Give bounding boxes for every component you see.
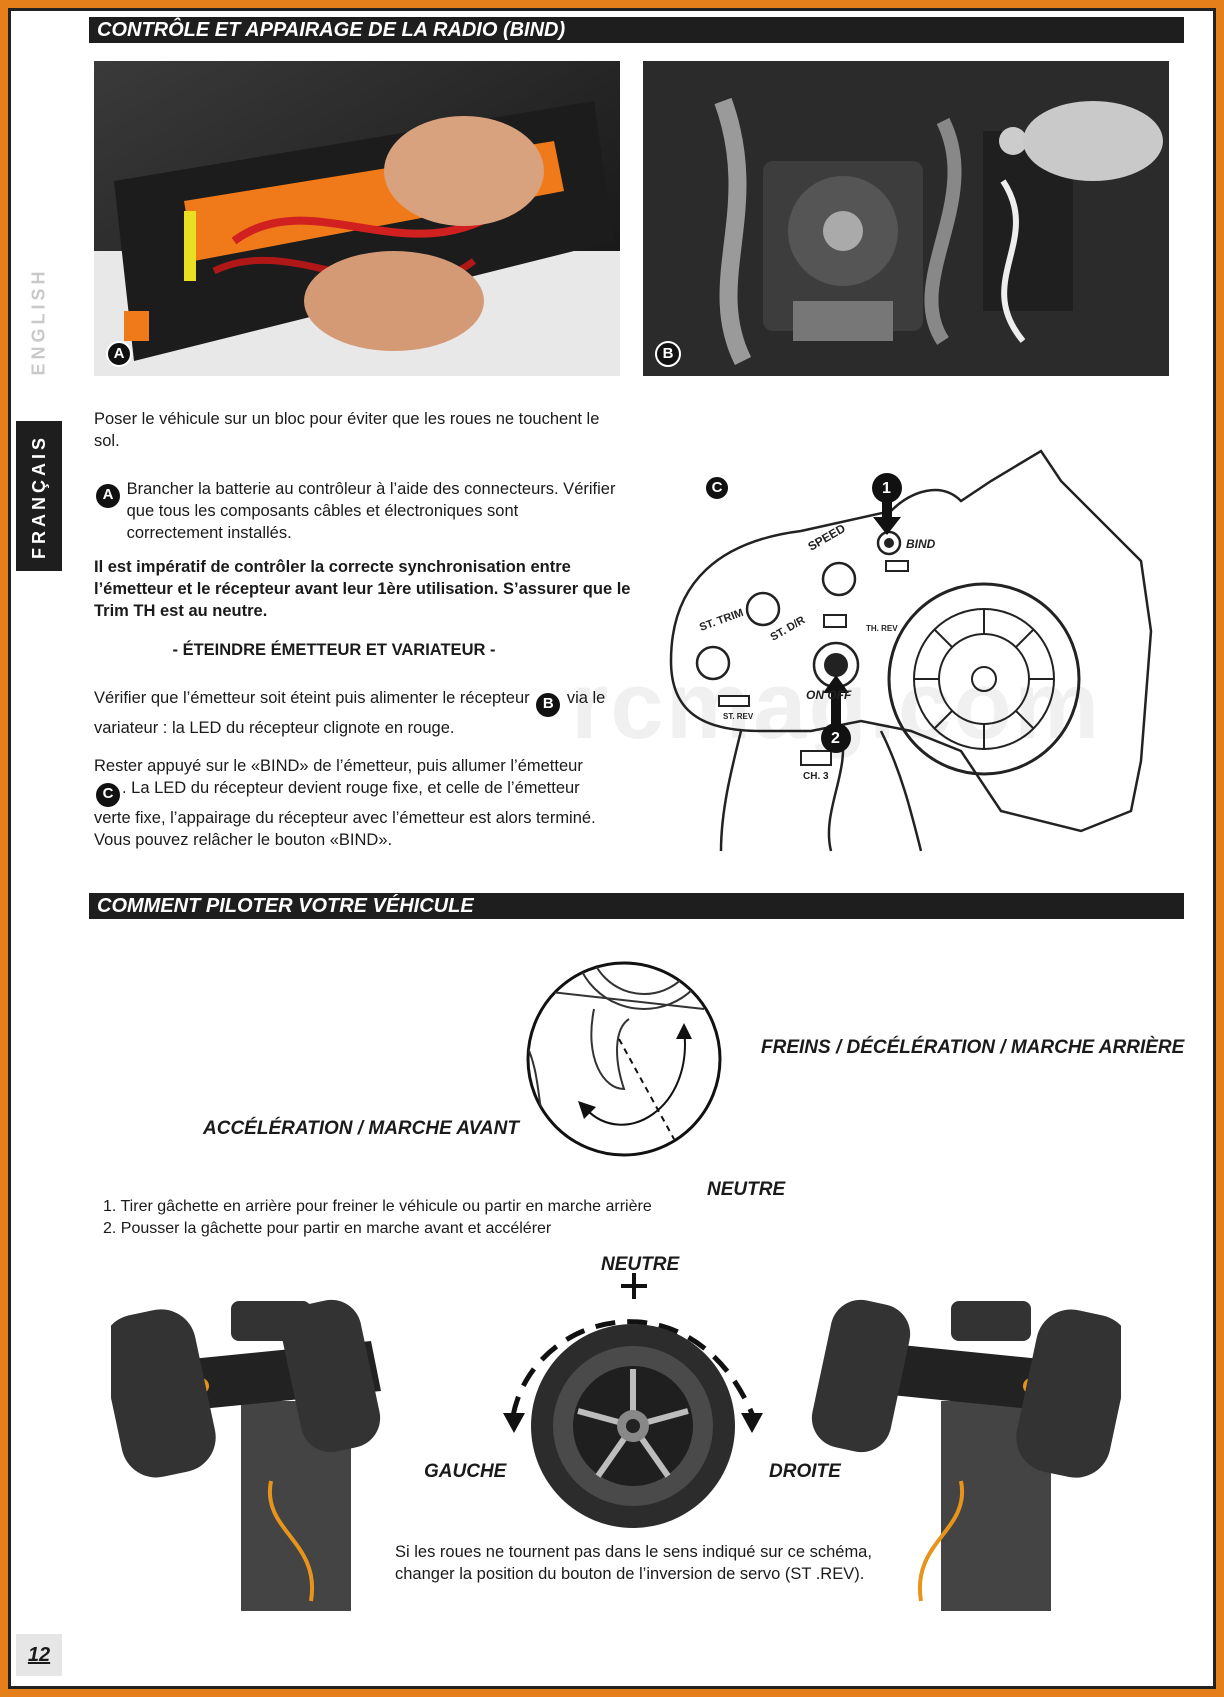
truck-left-turn-image xyxy=(111,1299,381,1611)
intro-text: Poser le véhicule sur un bloc pour évite… xyxy=(94,410,600,450)
instruction-2: 2. Pousser la gâchette pour partir en ma… xyxy=(103,1220,552,1237)
para1-a: Vérifier que l’émetteur soit éteint puis… xyxy=(94,689,530,707)
label-neutral-wheel: NEUTRE xyxy=(601,1254,680,1275)
subheading-power-off: - ÉTEINDRE ÉMETTEUR ET VARIATEUR - xyxy=(172,641,496,659)
steering-wheel-diagram xyxy=(503,1273,763,1528)
para2-a: Rester appuyé sur le «BIND» de l’émetteu… xyxy=(94,757,583,775)
tx-strev-label: ST. REV xyxy=(723,712,754,721)
tx-threv-label: TH. REV xyxy=(866,624,898,633)
label-neutral-trigger: NEUTRE xyxy=(707,1179,786,1200)
label-left: GAUCHE xyxy=(424,1461,507,1482)
trigger-diagram xyxy=(526,961,722,1157)
tab-english[interactable]: ENGLISH xyxy=(16,251,62,391)
tx-bind-label: BIND xyxy=(906,537,936,551)
warning-text: Il est impératif de contrôler la correct… xyxy=(94,558,631,620)
truck-right-turn-image xyxy=(811,1299,1121,1611)
photo-a-badge: A xyxy=(106,341,132,367)
label-brakes: FREINS / DÉCÉLÉRATION / MARCHE ARRIÈRE xyxy=(761,1037,1185,1058)
para1-b: via le variateur : la LED du récepteur c… xyxy=(94,689,606,737)
section-title-bind: CONTRÔLE ET APPAIRAGE DE LA RADIO (BIND) xyxy=(89,17,1184,43)
step-a-block: A Brancher la batterie au contrôleur à l… xyxy=(94,478,634,544)
photo-b-badge: B xyxy=(655,341,681,367)
para1-badge-b: B xyxy=(536,693,561,717)
step-a-text: Brancher la batterie au contrôleur à l’a… xyxy=(126,480,616,542)
tx-sttrim-label: ST. TRIM xyxy=(698,607,745,634)
para-bind-procedure: Rester appuyé sur le «BIND» de l’émetteu… xyxy=(94,755,614,851)
tx-step1-label: 1 xyxy=(882,480,891,497)
label-right: DROITE xyxy=(769,1461,841,1482)
label-acceleration: ACCÉLÉRATION / MARCHE AVANT xyxy=(203,1118,519,1139)
step-a-badge: A xyxy=(96,484,120,508)
page-number: 12 xyxy=(27,1643,51,1666)
servo-reverse-note: Si les roues ne tournent pas dans le sen… xyxy=(395,1543,872,1583)
para2-b: . La LED du récepteur devient rouge fixe… xyxy=(94,779,596,849)
page-number-box: 12 xyxy=(16,1634,62,1676)
tab-francais-label: FRANÇAIS xyxy=(28,433,49,559)
para2-badge-c: C xyxy=(96,783,120,807)
photo-a-battery-connection xyxy=(94,61,620,376)
tx-onoff-label: ON OFF xyxy=(806,688,852,702)
manual-page: rcmag.com ENGLISH FRANÇAIS CONTRÔLE ET A… xyxy=(8,8,1216,1689)
tx-step2-label: 2 xyxy=(831,730,840,747)
section-title-drive: COMMENT PILOTER VOTRE VÉHICULE xyxy=(89,893,1184,919)
tab-francais[interactable]: FRANÇAIS xyxy=(16,421,62,571)
para-power-receiver: Vérifier que l’émetteur soit éteint puis… xyxy=(94,687,654,739)
photo-b-receiver-esc xyxy=(643,61,1169,376)
instruction-1: 1. Tirer gâchette en arrière pour freine… xyxy=(103,1198,652,1215)
transmitter-diagram: BIND SPEED ST. D/R ST. TRIM TH. REV ST. … xyxy=(669,449,1153,852)
tab-english-label: ENGLISH xyxy=(28,266,49,376)
diagram-c-badge: C xyxy=(704,475,730,501)
tx-ch3-label: CH. 3 xyxy=(803,771,829,782)
